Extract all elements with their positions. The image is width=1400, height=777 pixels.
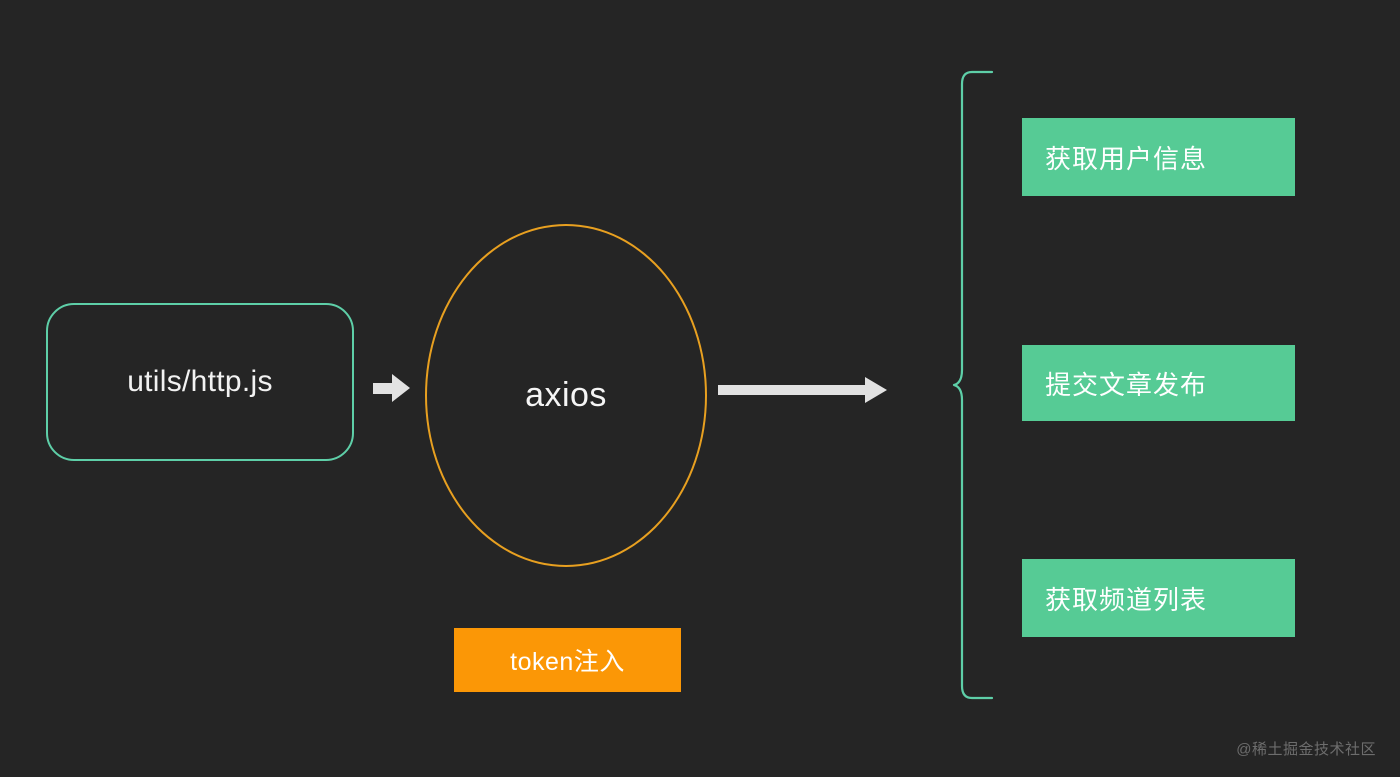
arrow-source-to-axios [373, 374, 410, 402]
arrow-axios-to-endpoints [718, 377, 887, 403]
arrow-shaft [373, 382, 393, 394]
endpoint-label: 获取频道列表 [1045, 584, 1208, 615]
source-module-node: utils/http.js [46, 303, 354, 461]
arrow-head-icon [865, 377, 887, 403]
watermark: @稀土掘金技术社区 [1236, 741, 1376, 758]
axios-node: axios [425, 224, 707, 567]
endpoint-box: 获取用户信息 [1022, 118, 1295, 196]
endpoint-box: 获取频道列表 [1022, 559, 1295, 637]
axios-label: axios [525, 376, 607, 414]
arrow-shaft [718, 385, 866, 395]
endpoint-label: 获取用户信息 [1045, 143, 1208, 174]
curly-brace-icon [952, 70, 994, 700]
token-injection-label: token注入 [510, 648, 625, 676]
endpoint-box: 提交文章发布 [1022, 345, 1295, 421]
endpoint-label: 提交文章发布 [1045, 369, 1208, 400]
source-module-label: utils/http.js [127, 365, 273, 398]
token-injection-node: token注入 [454, 628, 681, 692]
arrow-head-icon [392, 374, 410, 402]
